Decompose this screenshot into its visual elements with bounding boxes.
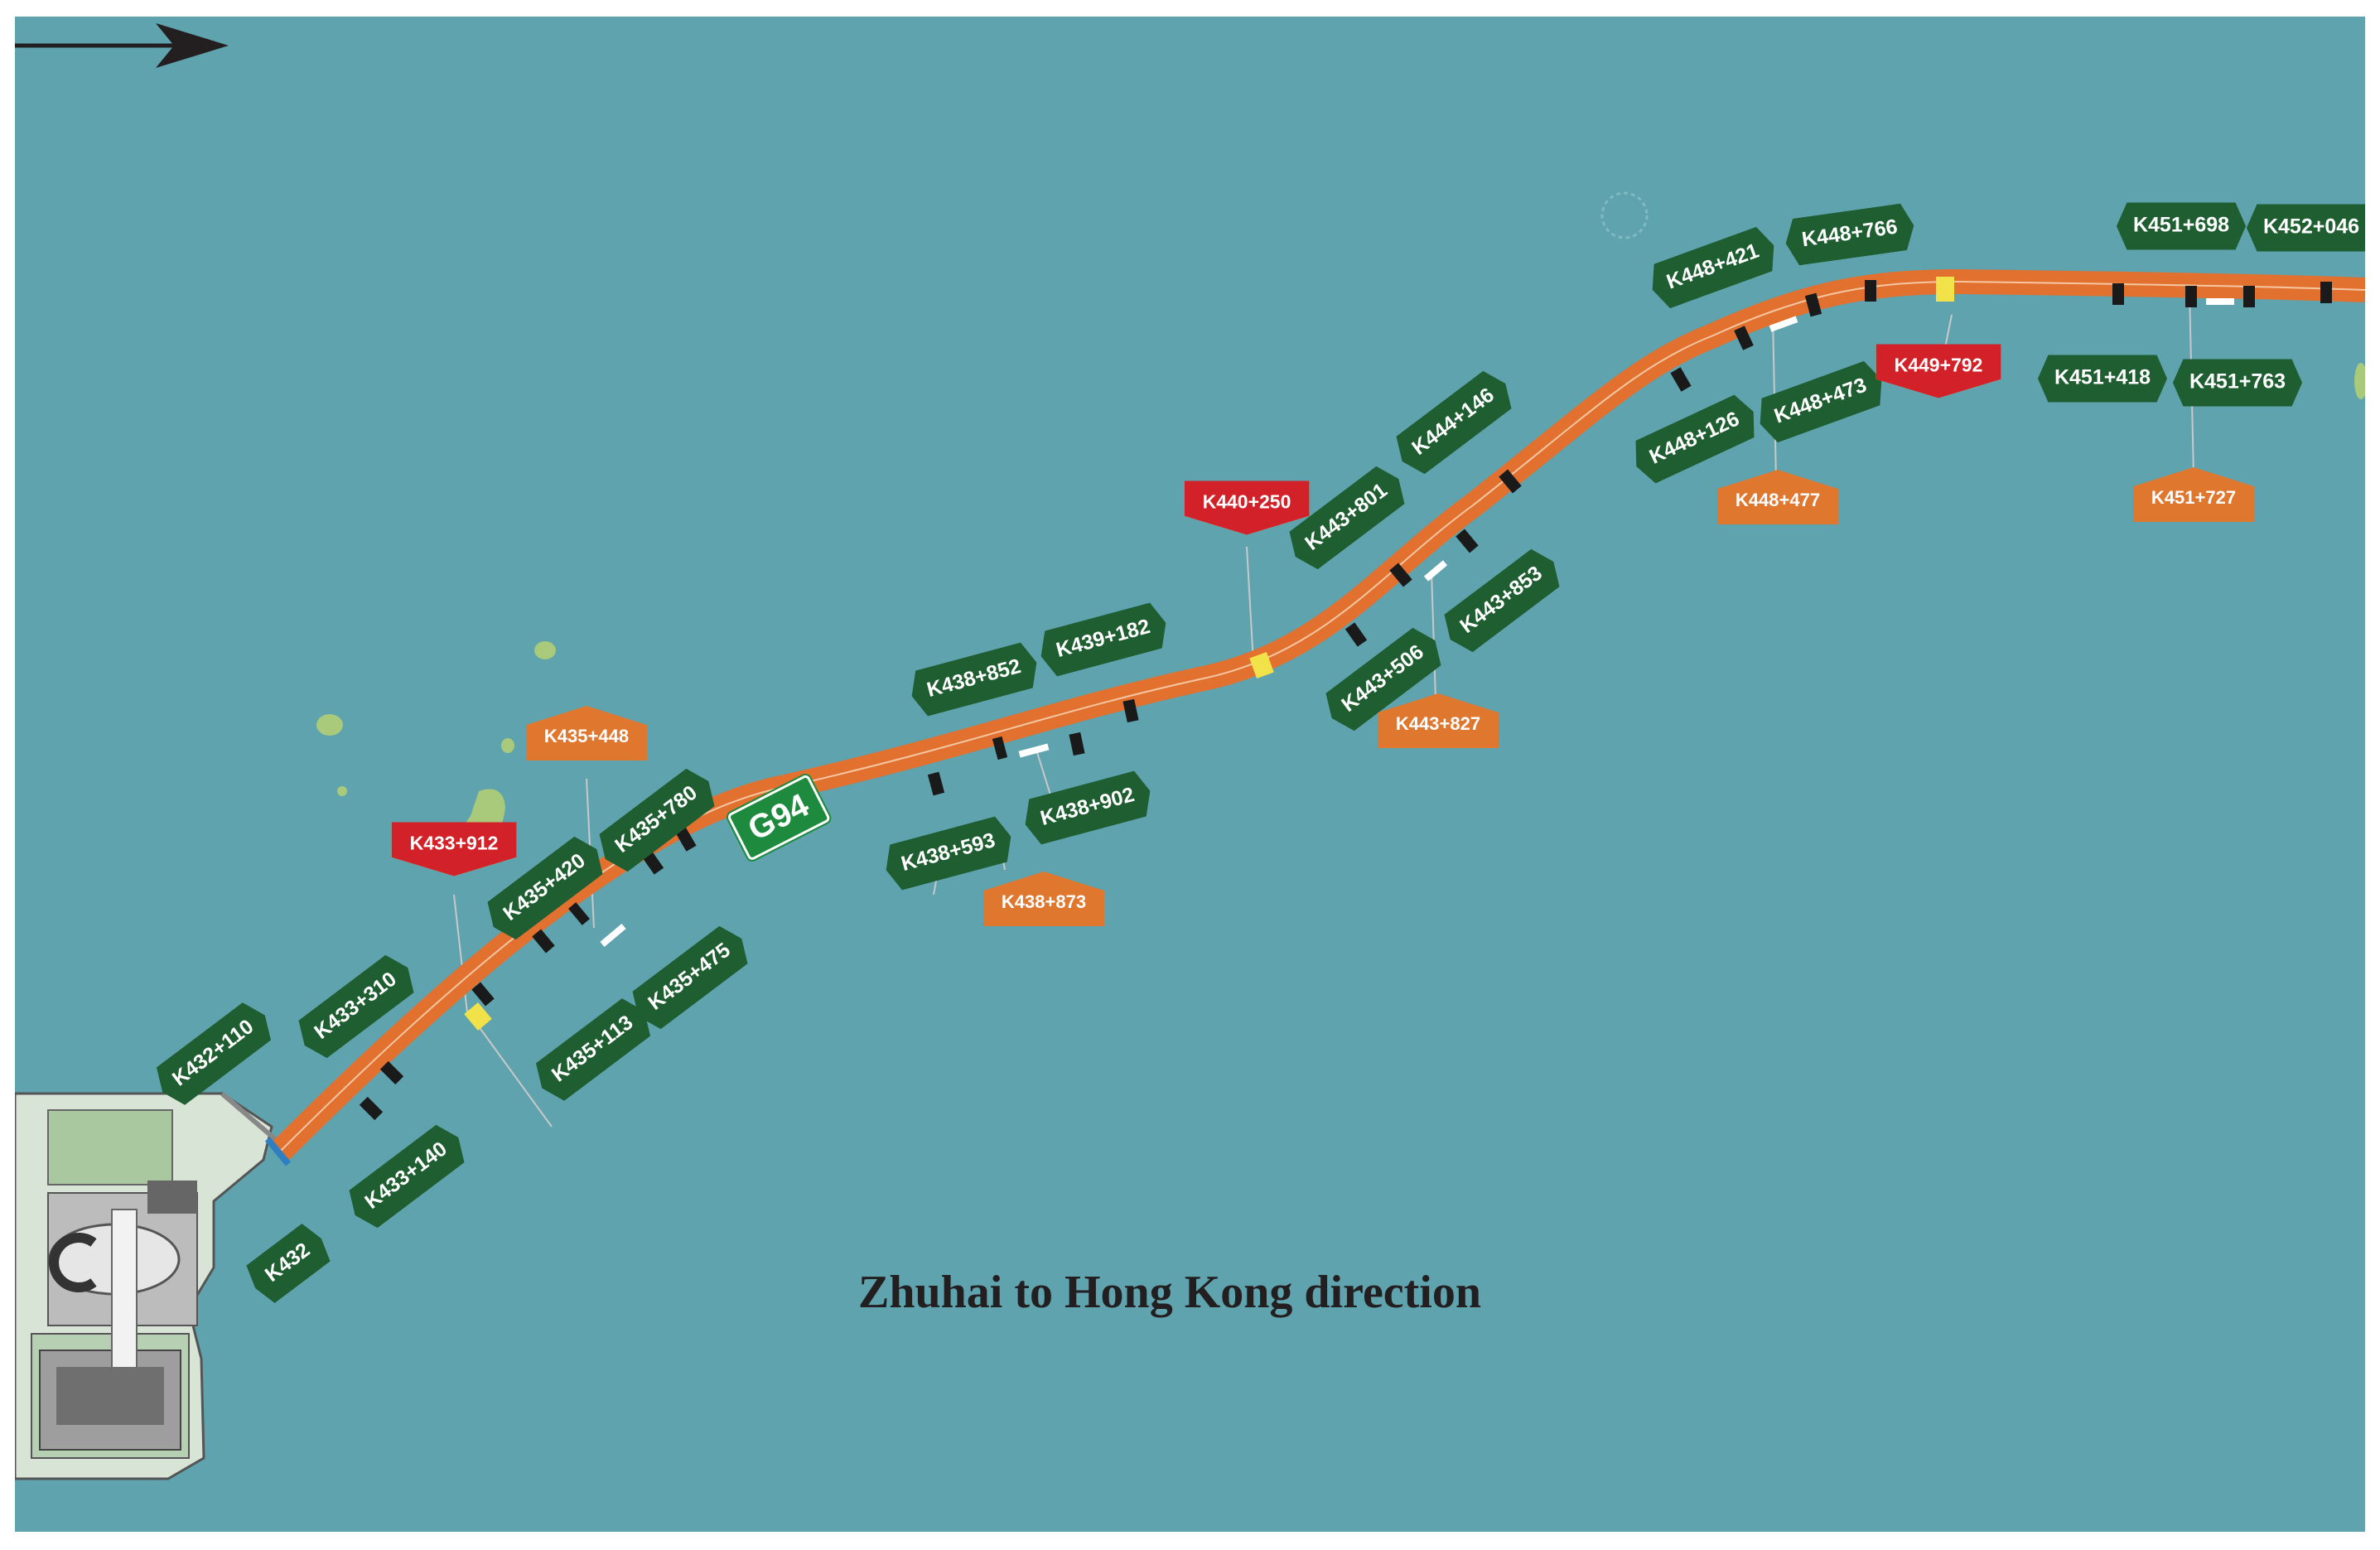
label-k443-827: K443+827 xyxy=(1377,693,1499,748)
label-k433-912: K433+912 xyxy=(391,822,517,876)
island xyxy=(2354,363,2365,399)
gantry-signs xyxy=(600,298,2234,947)
road-end-cap xyxy=(264,1137,292,1166)
port-island xyxy=(15,1091,282,1480)
label-k451-698: K451+698 xyxy=(2116,202,2247,250)
label-k448-477: K448+477 xyxy=(1716,470,1839,524)
island xyxy=(337,786,347,796)
label-k435-448: K435+448 xyxy=(525,706,648,761)
label-k438-873: K438+873 xyxy=(982,872,1105,926)
label-k451-418: K451+418 xyxy=(2037,355,2168,403)
label-k451-727: K451+727 xyxy=(2132,467,2255,522)
road-markers xyxy=(359,280,2332,1121)
map-drawing xyxy=(15,191,2365,1480)
direction-caption: Zhuhai to Hong Kong direction xyxy=(858,1267,1482,1318)
label-k451-763: K451+763 xyxy=(2172,359,2303,407)
direction-arrow-icon xyxy=(15,23,229,68)
label-k440-250: K440+250 xyxy=(1184,480,1310,535)
toll-points xyxy=(464,277,1954,1031)
island xyxy=(316,714,343,736)
label-k449-792: K449+792 xyxy=(1876,344,2001,398)
dashed-circle-marker xyxy=(1600,191,1649,239)
label-k452-046: K452+046 xyxy=(2246,204,2365,252)
highway-centerline xyxy=(279,280,2365,1152)
island xyxy=(501,738,514,753)
map-canvas: G94 K432 K432+110 K433+140 K433+310 K435… xyxy=(15,17,2365,1532)
island xyxy=(534,641,556,659)
